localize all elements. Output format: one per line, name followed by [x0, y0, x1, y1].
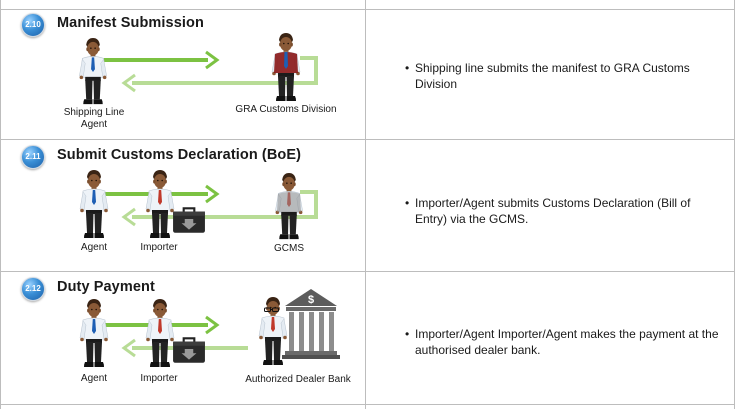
svg-text:$: $ — [308, 294, 314, 306]
flow-illustration — [79, 169, 318, 240]
businessman-icon — [274, 172, 304, 240]
actor-label: Importer — [140, 242, 178, 253]
actor-label: Importer — [140, 373, 178, 384]
table-right-border — [734, 0, 735, 409]
briefcase-icon — [172, 207, 206, 234]
step-title: Manifest Submission — [57, 15, 204, 31]
businessman-icon — [258, 296, 288, 366]
actor-label: GCMS — [274, 243, 304, 254]
actor-label: GRA Customs Division — [235, 104, 337, 115]
step-description: • Shipping line submits the manifest to … — [405, 61, 690, 91]
column-divider — [365, 0, 366, 409]
actor-label: Agent — [80, 242, 108, 253]
flow-arrow-forward — [103, 50, 220, 70]
businessman-icon — [271, 32, 301, 102]
actor-label: Shipping Line Agent — [63, 107, 125, 130]
step-number-badge: 2.12 — [21, 277, 45, 301]
businessman-icon — [79, 298, 109, 368]
businessman-icon — [79, 169, 109, 239]
step-description: • Importer/Agent submits Customs Declara… — [405, 196, 691, 226]
flow-arrow-return — [121, 56, 318, 93]
bullet-icon: • — [405, 196, 410, 210]
briefcase-icon — [172, 337, 206, 364]
businessman-icon — [78, 37, 108, 105]
step-title: Submit Customs Declaration (BoE) — [57, 147, 302, 163]
bank-building-icon: $ — [282, 289, 340, 359]
step-number-badge: 2.10 — [21, 13, 45, 37]
step-description: • Importer/Agent Importer/Agent makes th… — [405, 327, 719, 357]
flow-arrow-return — [121, 190, 318, 227]
row-divider — [0, 271, 734, 272]
row-divider — [0, 139, 734, 140]
table-left-border — [0, 0, 1, 409]
step-number-badge: 2.11 — [21, 145, 45, 169]
actor-label: Agent — [80, 373, 108, 384]
businessman-icon — [145, 298, 175, 368]
bullet-icon: • — [405, 327, 410, 341]
flow-illustration — [78, 32, 318, 105]
row-divider — [0, 9, 734, 10]
step-title: Duty Payment — [57, 279, 155, 295]
actor-label: Authorized Dealer Bank — [245, 374, 351, 385]
bullet-icon: • — [405, 61, 410, 75]
flow-illustration: $ — [79, 289, 340, 368]
businessman-icon — [145, 169, 175, 239]
row-divider — [0, 404, 734, 405]
